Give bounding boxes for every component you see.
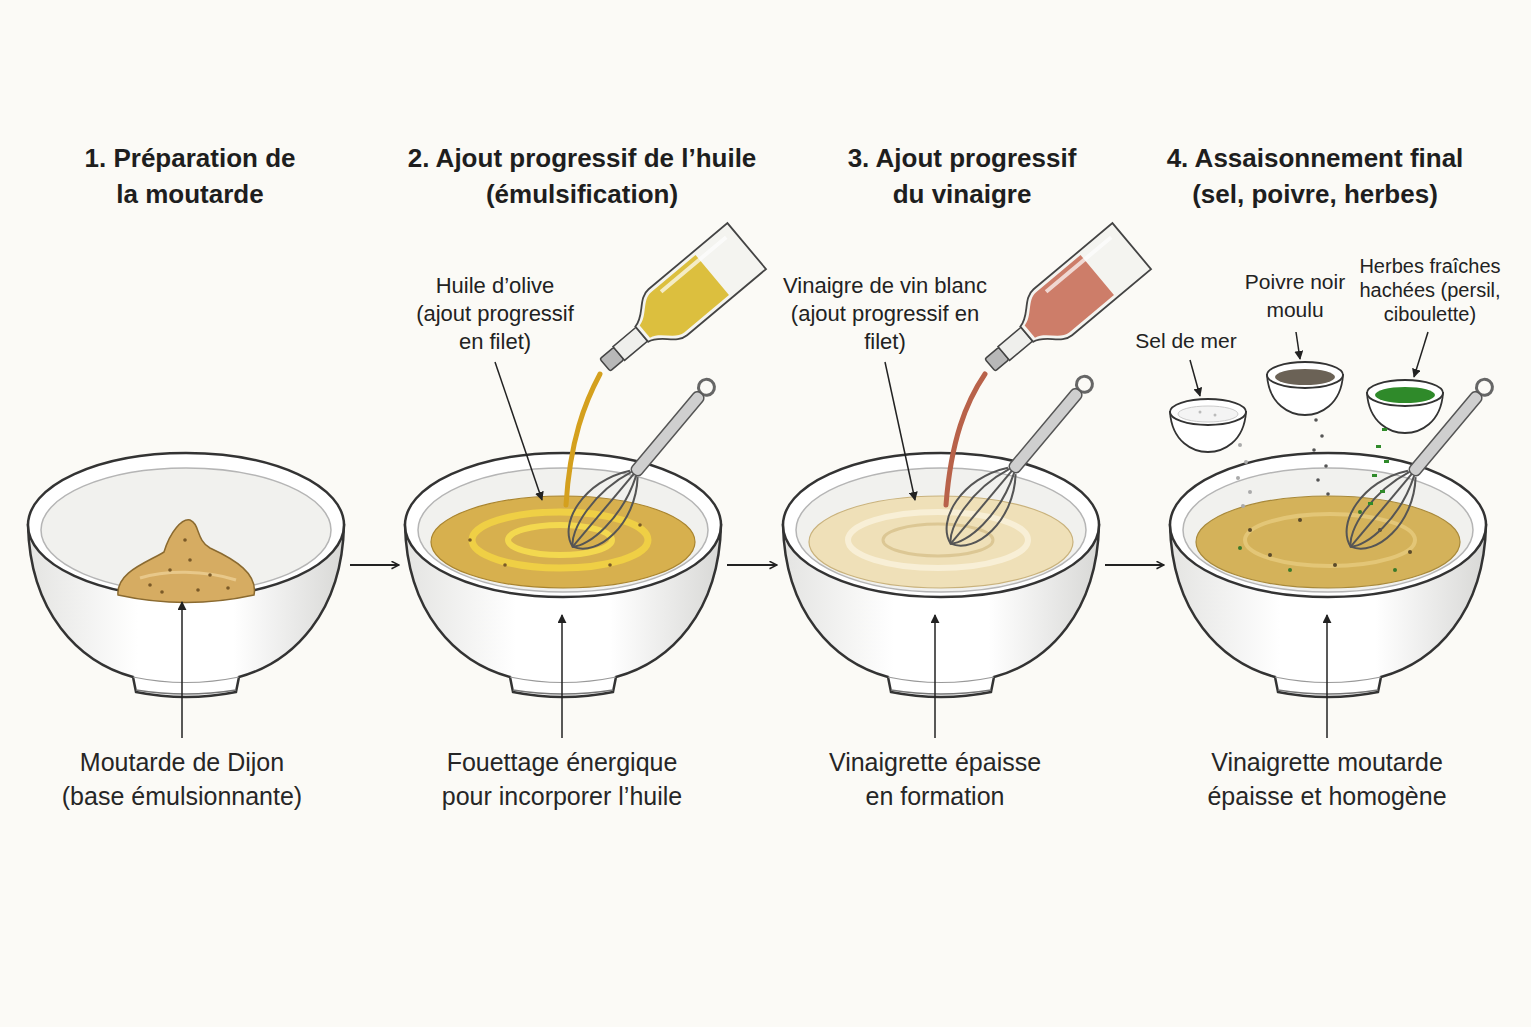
mixing-bowl [405, 453, 721, 697]
oil-stream [566, 374, 600, 505]
whisk [555, 366, 730, 562]
oil-mustard-mix [431, 496, 695, 588]
step-bowl: 4. Assaisonnement final (sel, poivre, he… [1170, 450, 1486, 700]
step-caption: Vinaigrette épaisse en formation [820, 745, 1050, 813]
ingredient-callout: Sel de mer [1121, 328, 1251, 354]
step-caption: Moutarde de Dijon (base émulsionnante) [52, 745, 312, 813]
mustard-mound [118, 520, 255, 603]
step-arrow [727, 564, 777, 566]
step-heading: 4. Assaisonnement final (sel, poivre, he… [1145, 140, 1485, 212]
ingredient-callout: Poivre noir moulu [1235, 268, 1355, 324]
whisk [1333, 366, 1508, 562]
whisk [933, 363, 1108, 559]
step-bowl: 2. Ajout progressif de l’huile (émulsifi… [405, 450, 721, 700]
vinegar-stream [946, 374, 985, 505]
vinegar-bottle [971, 223, 1151, 388]
ingredient-callout: Herbes fraîches hachées (persil, ciboule… [1348, 254, 1513, 326]
finished-vinaigrette [1196, 496, 1460, 588]
thick-vinaigrette [809, 496, 1073, 588]
pepper-bowl [1267, 362, 1343, 496]
mixing-bowl [1170, 453, 1486, 697]
mixing-bowl [783, 453, 1099, 697]
step-heading: 1. Préparation de la moutarde [75, 140, 305, 212]
step-arrow [1105, 564, 1164, 566]
salt-bowl [1170, 399, 1252, 508]
step-heading: 3. Ajout progressif du vinaigre [840, 140, 1085, 212]
step-heading: 2. Ajout progressif de l’huile (émulsifi… [392, 140, 772, 212]
oil-bottle [586, 223, 766, 388]
ingredient-callout: Vinaigre de vin blanc (ajout progressif … [779, 272, 991, 356]
step-arrow [350, 564, 399, 566]
mixing-bowl [28, 453, 344, 697]
herbs-bowl [1367, 380, 1443, 505]
step-bowl: 1. Préparation de la moutardeMoutarde de… [28, 450, 344, 700]
ingredient-callout: Huile d’olive (ajout progressif en filet… [410, 272, 580, 356]
step-caption: Vinaigrette moutarde épaisse et homogène [1202, 745, 1452, 813]
step-bowl: 3. Ajout progressif du vinaigreVinaigret… [783, 450, 1099, 700]
step-caption: Fouettage énergique pour incorporer l’hu… [432, 745, 692, 813]
leader-lines [182, 332, 1428, 738]
